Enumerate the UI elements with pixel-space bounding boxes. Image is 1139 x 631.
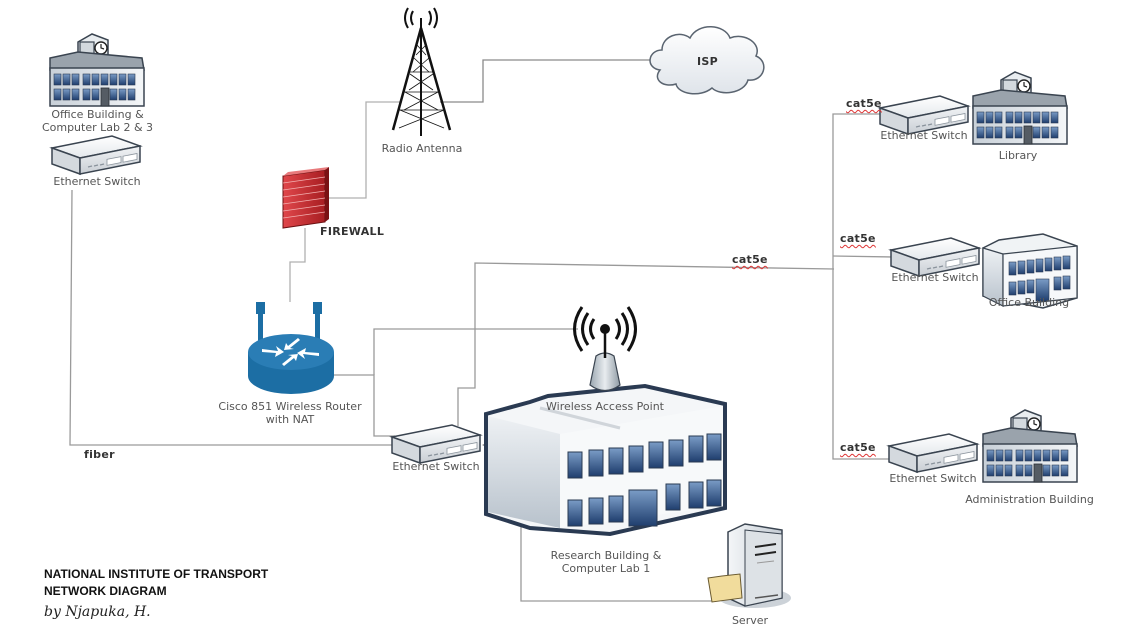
isp-label: ISP — [697, 55, 718, 68]
cloud-icon[interactable] — [649, 26, 765, 95]
title-line1: NATIONAL INSTITUTE OF TRANSPORT — [44, 567, 269, 581]
diagram-title: NATIONAL INSTITUTE OF TRANSPORT NETWORK … — [44, 566, 268, 600]
office-lab23-label-line1: Office Building & — [51, 108, 144, 121]
author-credit: by Njapuka, H. — [44, 604, 151, 620]
ethernet-switch-icon[interactable] — [391, 424, 481, 464]
fiber-link-label: fiber — [84, 448, 115, 461]
office-building-with-clock-icon[interactable] — [972, 71, 1068, 145]
router-core-link — [334, 374, 395, 437]
server-label: Server — [731, 614, 769, 627]
office-building-with-clock-icon[interactable] — [49, 33, 145, 107]
research-building-label: Research Building & Computer Lab 1 — [536, 549, 676, 575]
library-label: Library — [998, 149, 1038, 162]
radio-antenna-label: Radio Antenna — [381, 142, 463, 155]
ethernet-switch-icon[interactable] — [888, 433, 978, 473]
ethernet-switch-icon[interactable] — [51, 135, 141, 175]
admin-switch-label: Ethernet Switch — [889, 472, 977, 485]
backbone-trunk — [832, 113, 890, 460]
office-lab23-switch-label: Ethernet Switch — [53, 175, 141, 188]
links — [69, 59, 894, 602]
office-lab23-label: Office Building & Computer Lab 2 & 3 — [20, 108, 175, 134]
office-branch-link — [832, 255, 894, 258]
cat5e-admin-label: cat5e — [840, 441, 876, 454]
cat5e-library-label: cat5e — [846, 97, 882, 110]
router-label-line1: Cisco 851 Wireless Router — [218, 400, 362, 413]
router-label-line2: with NAT — [265, 413, 315, 426]
core-backbone-link — [457, 262, 835, 426]
router-wap-link — [373, 328, 578, 375]
wap-label: Wireless Access Point — [546, 400, 664, 413]
router-icon[interactable] — [248, 302, 334, 394]
cat5e-office-label: cat5e — [840, 232, 876, 245]
firewall-antenna-link — [326, 101, 402, 199]
brick-wall-icon[interactable] — [282, 167, 329, 229]
admin-building-label: Administration Building — [965, 493, 1094, 506]
router-label: Cisco 851 Wireless Router with NAT — [204, 400, 376, 426]
office-building-with-clock-icon[interactable] — [982, 409, 1078, 483]
office-lab23-label-line2: Computer Lab 2 & 3 — [41, 121, 154, 134]
core-switch-label: Ethernet Switch — [392, 460, 480, 473]
antenna-isp-link — [440, 59, 653, 103]
router-firewall-link — [289, 228, 306, 302]
cat5e-backbone-label: cat5e — [732, 253, 768, 266]
office-switch-label: Ethernet Switch — [891, 271, 979, 284]
wireless-access-point-icon[interactable] — [573, 306, 637, 392]
firewall-label: FIREWALL — [320, 225, 385, 238]
office-building-label: Office Building — [988, 296, 1070, 309]
title-line2: NETWORK DIAGRAM — [44, 584, 167, 598]
fiber-link — [69, 189, 392, 446]
office-building-icon[interactable] — [484, 383, 727, 537]
server-tower-icon[interactable] — [707, 523, 791, 608]
research-label-line1: Research Building & — [550, 549, 662, 562]
library-switch-label: Ethernet Switch — [880, 129, 968, 142]
radio-tower-icon[interactable] — [391, 7, 452, 136]
research-label-line2: Computer Lab 1 — [561, 562, 651, 575]
